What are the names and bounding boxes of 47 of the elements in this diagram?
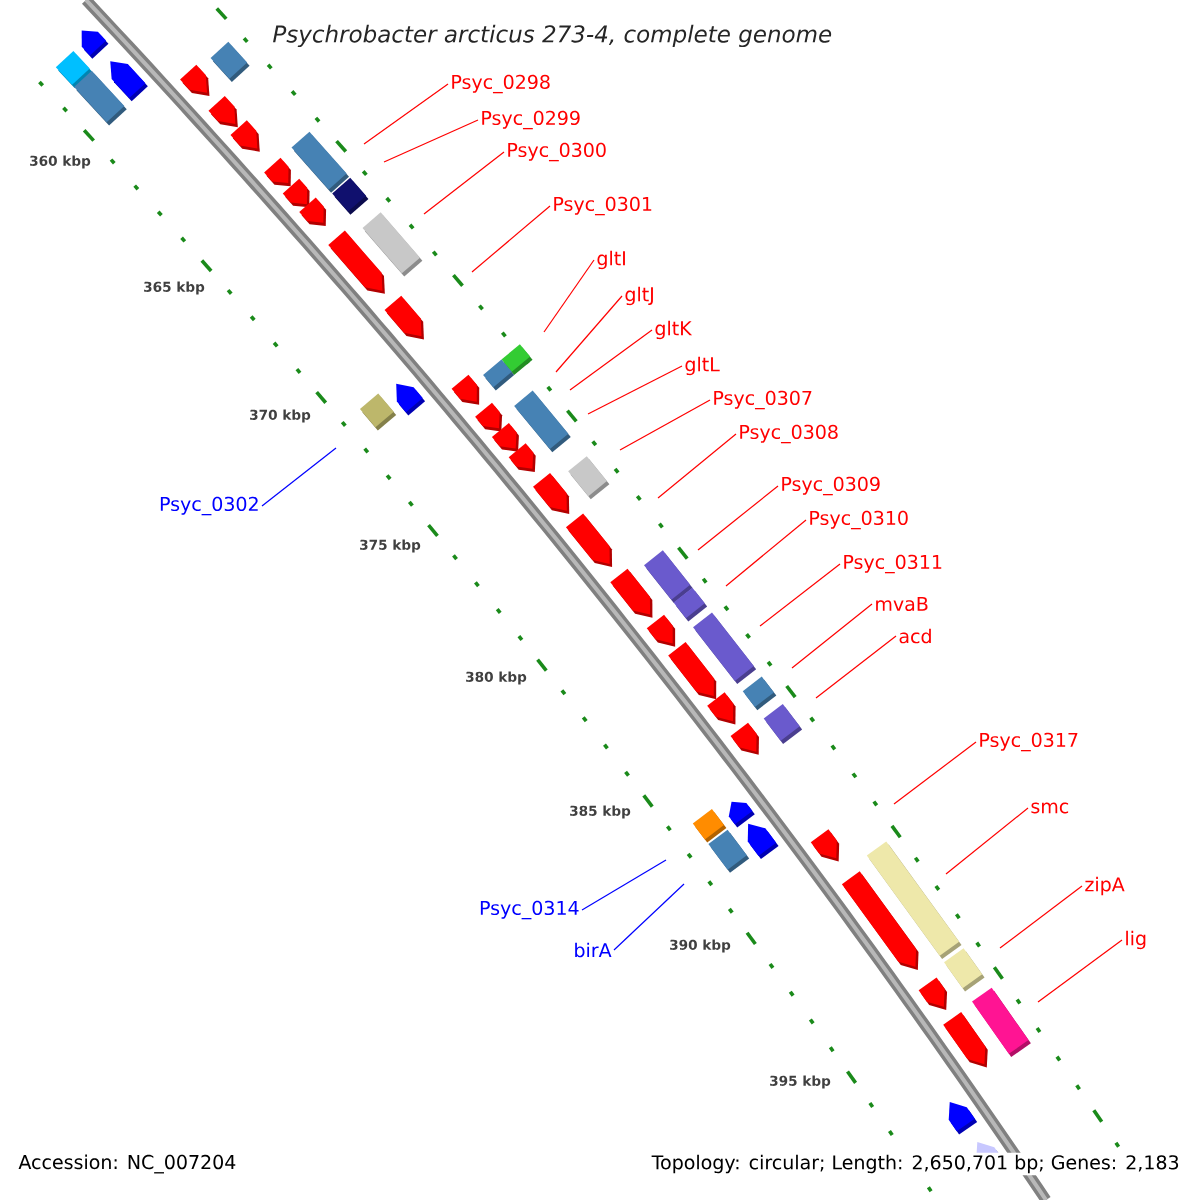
gene-label: Psyc_0302 (160, 496, 258, 516)
gene-label: mvaB (876, 596, 928, 612)
leader-line (697, 485, 779, 551)
leader-line (423, 151, 505, 215)
title: Psychrobacter arcticus 273-4, complete genome (273, 24, 832, 48)
leader-line (893, 741, 977, 805)
footer-text: Topology: circular; Length: 2,650,701 bp; Genes: 2,183 (649, 1152, 1182, 1176)
leader-line (791, 603, 873, 669)
gene-label: Psyc_0311 (844, 554, 942, 574)
gene-label: Psyc_0317 (980, 732, 1078, 752)
leader-line (581, 859, 667, 911)
gene-label: smc (1031, 802, 1069, 814)
leader-line (725, 519, 807, 587)
gene-label: gltI (597, 250, 625, 270)
gene-label: gltL (685, 356, 720, 376)
leader-line (619, 399, 711, 451)
leader-line (999, 885, 1083, 949)
footer-text: Accession: NC_007204 (16, 1152, 239, 1176)
leader-line (945, 807, 1029, 875)
gene-label: lig (1126, 930, 1146, 950)
gene-label: Psyc_0301 (554, 196, 652, 216)
gene-label: zipA (1085, 876, 1125, 896)
leader-line (383, 119, 479, 163)
leader-line (613, 883, 685, 951)
gene-label: Psyc_0298 (452, 74, 550, 94)
gene-label: birA (575, 942, 612, 958)
leader-line (815, 635, 897, 699)
gene-label: acd (899, 628, 931, 644)
leader-line (1037, 939, 1123, 1003)
leader-line (587, 365, 683, 415)
leader-line (555, 295, 623, 373)
gene-label: Psyc_0309 (782, 476, 880, 496)
leader-line (363, 83, 449, 145)
leader-line (657, 433, 737, 499)
gene-label: Psyc_0314 (480, 900, 579, 920)
leader-line (759, 563, 841, 627)
gene-label: Psyc_0308 (740, 424, 838, 444)
leader-line (261, 447, 337, 507)
gene-label: Psyc_0310 (810, 510, 908, 530)
gene-label: gltK (655, 320, 693, 340)
leader-line (543, 259, 595, 333)
gene-label: Psyc_0307 (714, 390, 812, 410)
leader-line (569, 329, 653, 391)
gene-label: Psyc_0300 (508, 142, 606, 162)
gene-label: Psyc_0299 (482, 110, 580, 130)
gene-label: gltJ (625, 286, 653, 306)
leader-line (471, 205, 551, 273)
